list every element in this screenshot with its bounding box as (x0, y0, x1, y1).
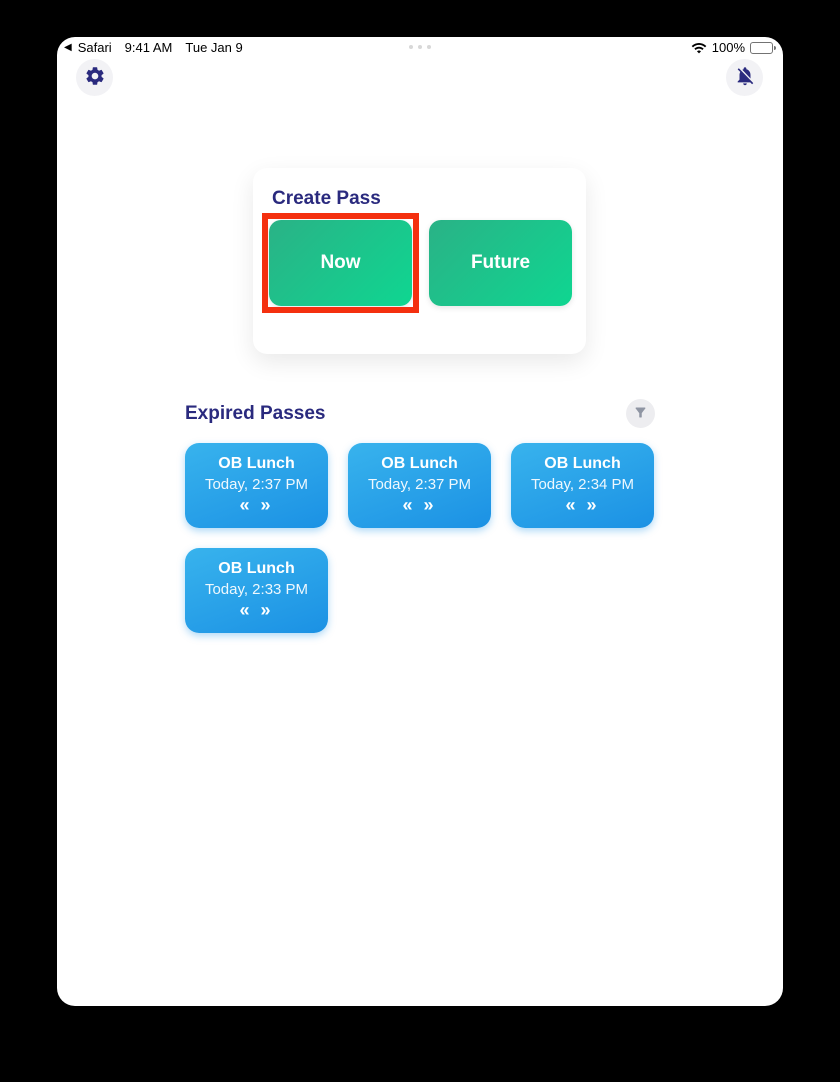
expired-pass-card[interactable]: OB Lunch Today, 2:37 PM « » (348, 443, 491, 528)
status-back-to-app[interactable]: ◀ Safari 9:41 AM Tue Jan 9 (64, 40, 243, 55)
filter-button[interactable] (626, 399, 655, 428)
double-chevrons-icon: « » (239, 600, 274, 620)
filter-funnel-icon (633, 405, 648, 423)
double-chevrons-icon: « » (565, 495, 600, 515)
battery-icon (750, 41, 776, 54)
status-indicators: 100% (691, 40, 776, 55)
pass-time: Today, 2:37 PM (367, 476, 472, 493)
double-chevrons-icon: « » (402, 495, 437, 515)
create-pass-buttons: Now Future (269, 220, 572, 306)
expired-pass-card[interactable]: OB Lunch Today, 2:34 PM « » (511, 443, 654, 528)
settings-button[interactable] (76, 59, 113, 96)
status-app-name: Safari (77, 40, 112, 55)
multitask-dots-icon (409, 45, 431, 49)
pass-time: Today, 2:33 PM (204, 581, 309, 598)
now-button[interactable]: Now (269, 220, 412, 306)
pass-title: OB Lunch (544, 455, 621, 472)
double-chevrons-icon: « » (239, 495, 274, 515)
future-button[interactable]: Future (429, 220, 572, 306)
pass-title: OB Lunch (218, 560, 295, 577)
app-screen: ◀ Safari 9:41 AM Tue Jan 9 100% Create P… (57, 37, 783, 1006)
expired-pass-card[interactable]: OB Lunch Today, 2:37 PM « » (185, 443, 328, 528)
expired-pass-card[interactable]: OB Lunch Today, 2:33 PM « » (185, 548, 328, 633)
expired-passes-title: Expired Passes (185, 403, 326, 424)
wifi-icon (691, 42, 707, 54)
create-pass-card: Create Pass Now Future (253, 168, 586, 354)
pass-title: OB Lunch (381, 455, 458, 472)
status-bar: ◀ Safari 9:41 AM Tue Jan 9 100% (57, 37, 783, 59)
gear-icon (84, 65, 106, 90)
pass-time: Today, 2:37 PM (204, 476, 309, 493)
notifications-button[interactable] (726, 59, 763, 96)
pass-time: Today, 2:34 PM (530, 476, 635, 493)
pass-title: OB Lunch (218, 455, 295, 472)
bell-slash-icon (734, 65, 756, 90)
create-pass-title: Create Pass (272, 188, 381, 209)
status-date: Tue Jan 9 (185, 40, 243, 55)
status-time: 9:41 AM (124, 40, 173, 55)
back-triangle-icon: ◀ (64, 42, 72, 53)
battery-percent: 100% (711, 40, 745, 55)
expired-pass-grid: OB Lunch Today, 2:37 PM « » OB Lunch Tod… (185, 443, 655, 633)
